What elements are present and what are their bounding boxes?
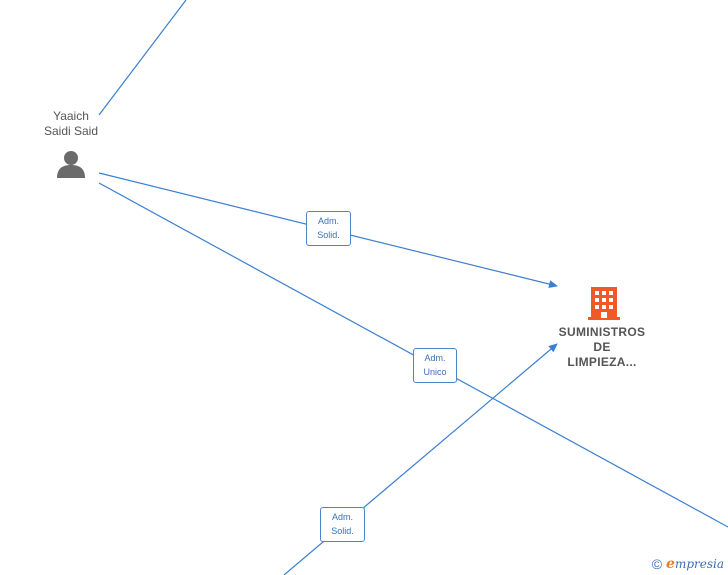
building-icon[interactable] xyxy=(588,287,620,320)
person-node-label[interactable]: Yaaich Saidi Said xyxy=(30,109,112,139)
brand-logo: empresia xyxy=(666,556,724,572)
edge-offscreen-top xyxy=(98,0,187,116)
brand-footer[interactable]: © empresia xyxy=(652,556,724,572)
company-name-line2: DE xyxy=(593,340,611,354)
edge-badge-line1: Adm. xyxy=(424,353,446,363)
edge-badge-line2: Solid. xyxy=(331,526,354,536)
person-icon[interactable] xyxy=(57,151,85,178)
edge-badge-line2: Unico xyxy=(423,367,447,377)
brand-name: mpresia xyxy=(674,557,724,571)
brand-initial: e xyxy=(666,556,675,572)
company-name-line1: SUMINISTROS xyxy=(558,325,646,339)
person-name-line2: Saidi Said xyxy=(43,124,99,138)
person-name-line1: Yaaich xyxy=(53,109,89,123)
copyright-symbol: © xyxy=(651,556,663,572)
edge-badge-line2: Solid. xyxy=(317,230,340,240)
edge-badge-adm-solid-1[interactable]: Adm. Solid. xyxy=(306,211,351,246)
edge-badge-adm-solid-2[interactable]: Adm. Solid. xyxy=(320,507,365,542)
edge-badge-adm-unico[interactable]: Adm. Unico xyxy=(413,348,457,383)
edge-badge-line1: Adm. xyxy=(331,512,353,522)
company-name-line3: LIMPIEZA... xyxy=(567,355,637,369)
edge-badge-line1: Adm. xyxy=(317,216,339,226)
company-node-label[interactable]: SUMINISTROS DE LIMPIEZA... xyxy=(552,325,652,370)
